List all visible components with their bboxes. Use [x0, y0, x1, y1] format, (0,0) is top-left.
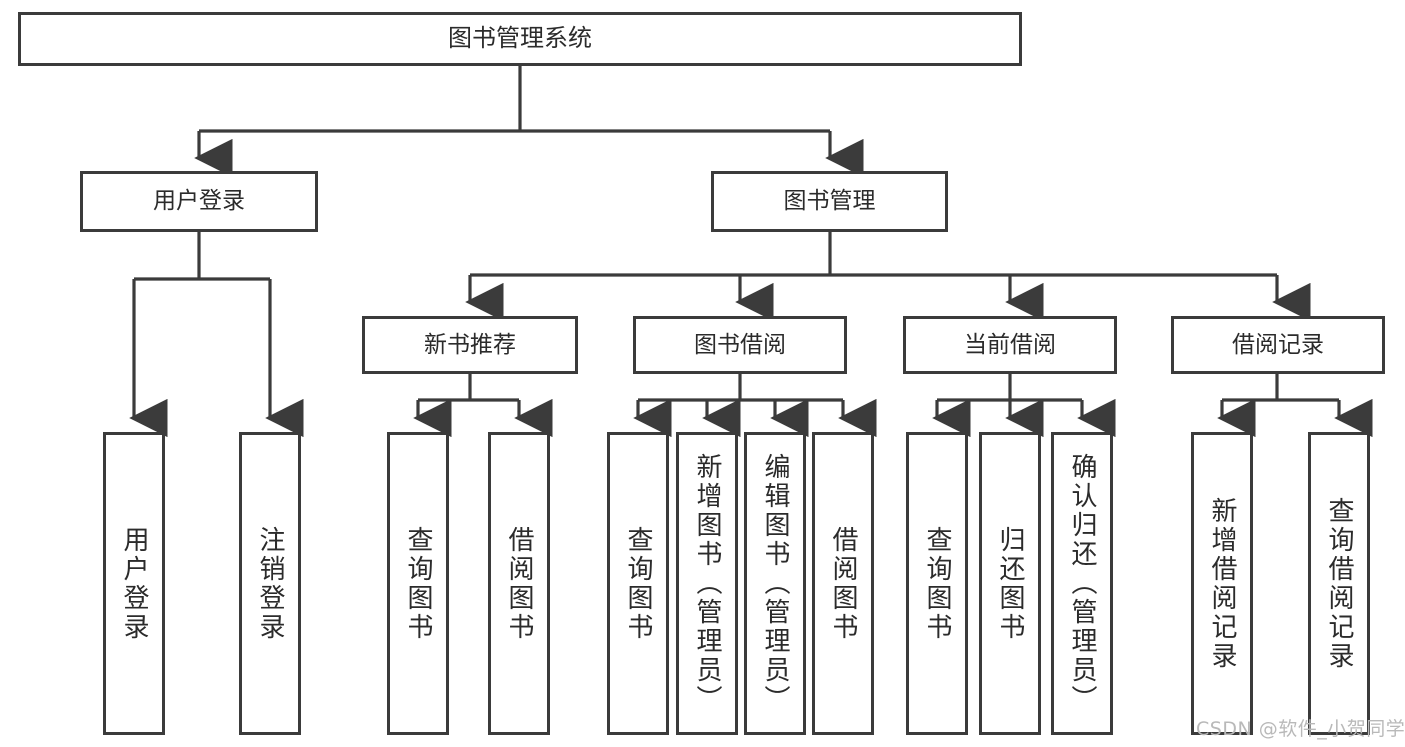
- leaf-user-login-logout[interactable]: 注销登录: [239, 432, 301, 735]
- leaf-book-borrow-borrow-book[interactable]: 借阅图书: [812, 432, 874, 735]
- node-label: 借阅记录: [1232, 331, 1324, 358]
- leaf-current-borrow-query-book[interactable]: 查询图书: [906, 432, 968, 735]
- node-label: 查询图书: [403, 525, 433, 642]
- node-label: 借阅图书: [828, 525, 858, 642]
- leaf-user-login-login[interactable]: 用户登录: [103, 432, 165, 735]
- node-current-borrow[interactable]: 当前借阅: [903, 316, 1117, 374]
- node-label: 查询借阅记录: [1324, 496, 1354, 671]
- node-label: 查询图书: [922, 525, 952, 642]
- csdn-watermark: CSDN @软件_小贺同学: [1196, 718, 1405, 740]
- node-label: 新增借阅记录: [1207, 496, 1237, 671]
- node-label: 图书借阅: [694, 331, 786, 358]
- node-label: 新增图书（管理员）: [692, 453, 722, 714]
- leaf-new-book-borrow-book[interactable]: 借阅图书: [488, 432, 550, 735]
- node-label: 当前借阅: [964, 331, 1056, 358]
- leaf-book-borrow-query-book[interactable]: 查询图书: [607, 432, 669, 735]
- node-label: 查询图书: [623, 525, 653, 642]
- node-label: 编辑图书（管理员）: [760, 453, 790, 714]
- node-user-login[interactable]: 用户登录: [80, 171, 318, 232]
- leaf-borrow-records-query-record[interactable]: 查询借阅记录: [1308, 432, 1370, 735]
- node-book-management[interactable]: 图书管理: [711, 171, 948, 232]
- node-label: 用户登录: [153, 188, 245, 215]
- node-label: 确认归还（管理员）: [1067, 453, 1097, 714]
- leaf-book-borrow-edit-book-admin[interactable]: 编辑图书（管理员）: [744, 432, 806, 735]
- leaf-new-book-query-book[interactable]: 查询图书: [387, 432, 449, 735]
- leaf-borrow-records-add-record[interactable]: 新增借阅记录: [1191, 432, 1253, 735]
- leaf-current-borrow-confirm-return-admin[interactable]: 确认归还（管理员）: [1051, 432, 1113, 735]
- node-label: 新书推荐: [424, 331, 516, 358]
- node-label: 图书管理系统: [448, 24, 592, 53]
- node-label: 图书管理: [783, 188, 876, 215]
- node-label: 注销登录: [255, 525, 285, 642]
- node-label: 用户登录: [119, 525, 149, 642]
- node-book-borrow[interactable]: 图书借阅: [633, 316, 847, 374]
- leaf-book-borrow-add-book-admin[interactable]: 新增图书（管理员）: [676, 432, 738, 735]
- node-label: 归还图书: [995, 525, 1025, 642]
- node-borrow-records[interactable]: 借阅记录: [1171, 316, 1385, 374]
- node-new-book-recommend[interactable]: 新书推荐: [362, 316, 578, 374]
- leaf-current-borrow-return-book[interactable]: 归还图书: [979, 432, 1041, 735]
- node-root-book-management-system[interactable]: 图书管理系统: [18, 12, 1022, 66]
- node-label: 借阅图书: [504, 525, 534, 642]
